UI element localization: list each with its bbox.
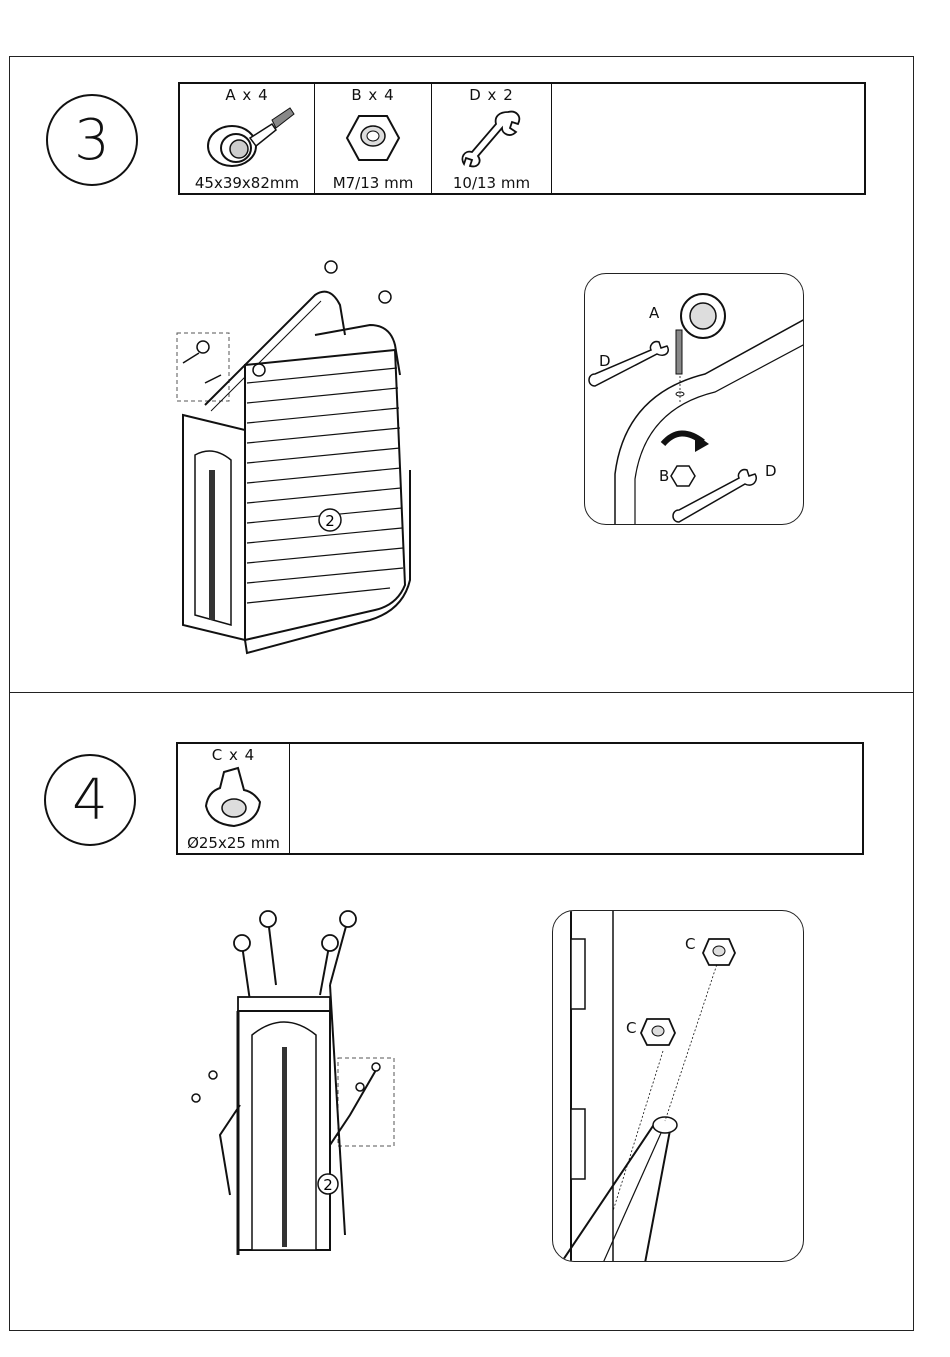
dashed-callout-box <box>338 1058 394 1146</box>
label-c: C <box>685 935 695 953</box>
tube-cap-detail-drawing <box>553 911 804 1262</box>
part-callout-number: 2 <box>323 1176 333 1194</box>
part-size: M7/13 mm <box>315 174 431 192</box>
detail-view-caster-install: A D B D <box>584 273 804 525</box>
tube-cap-icon <box>194 766 274 832</box>
caster-wheel-icon <box>202 106 297 174</box>
part-quantity: C x 4 <box>178 746 289 764</box>
caster-install-detail-drawing <box>585 274 804 525</box>
part-quantity: D x 2 <box>432 86 551 104</box>
label-a: A <box>649 304 659 322</box>
step-number-4: 4 <box>44 754 136 846</box>
part-cell-b: B x 4 M7/13 mm <box>315 84 432 193</box>
parts-table-notes-area <box>290 744 862 853</box>
label-d: D <box>599 352 611 370</box>
part-cell-d: D x 2 10/13 mm <box>432 84 552 193</box>
part-quantity: B x 4 <box>315 86 431 104</box>
wrench-icon <box>460 106 524 170</box>
step-divider <box>9 692 914 693</box>
hex-nut-icon <box>671 466 695 486</box>
step-number-text: 4 <box>72 768 108 833</box>
hex-nut-icon <box>345 112 401 164</box>
parts-table-step-3: A x 4 45x39x82mm B x 4 M7/13 mm D x 2 10… <box>178 82 866 195</box>
upright-bed-illustration-step-4: 2 <box>180 905 400 1270</box>
folded-bed-illustration-step-3: 2 <box>165 255 425 665</box>
step-number-3: 3 <box>46 94 138 186</box>
part-size: Ø25x25 mm <box>178 834 289 852</box>
part-size: 10/13 mm <box>432 174 551 192</box>
part-cell-c: C x 4 Ø25x25 mm <box>178 744 290 853</box>
parts-table-notes-area <box>552 84 864 193</box>
part-quantity: A x 4 <box>180 86 314 104</box>
part-callout-number: 2 <box>325 512 335 530</box>
label-d: D <box>765 462 777 480</box>
detail-view-tube-cap-install: C C <box>552 910 804 1262</box>
label-b: B <box>659 467 669 485</box>
parts-table-step-4: C x 4 Ø25x25 mm <box>176 742 864 855</box>
label-c: C <box>626 1019 636 1037</box>
rotate-arrow-icon <box>695 434 709 452</box>
part-size: 45x39x82mm <box>180 174 314 192</box>
step-number-text: 3 <box>74 108 110 173</box>
part-cell-a: A x 4 45x39x82mm <box>180 84 315 193</box>
